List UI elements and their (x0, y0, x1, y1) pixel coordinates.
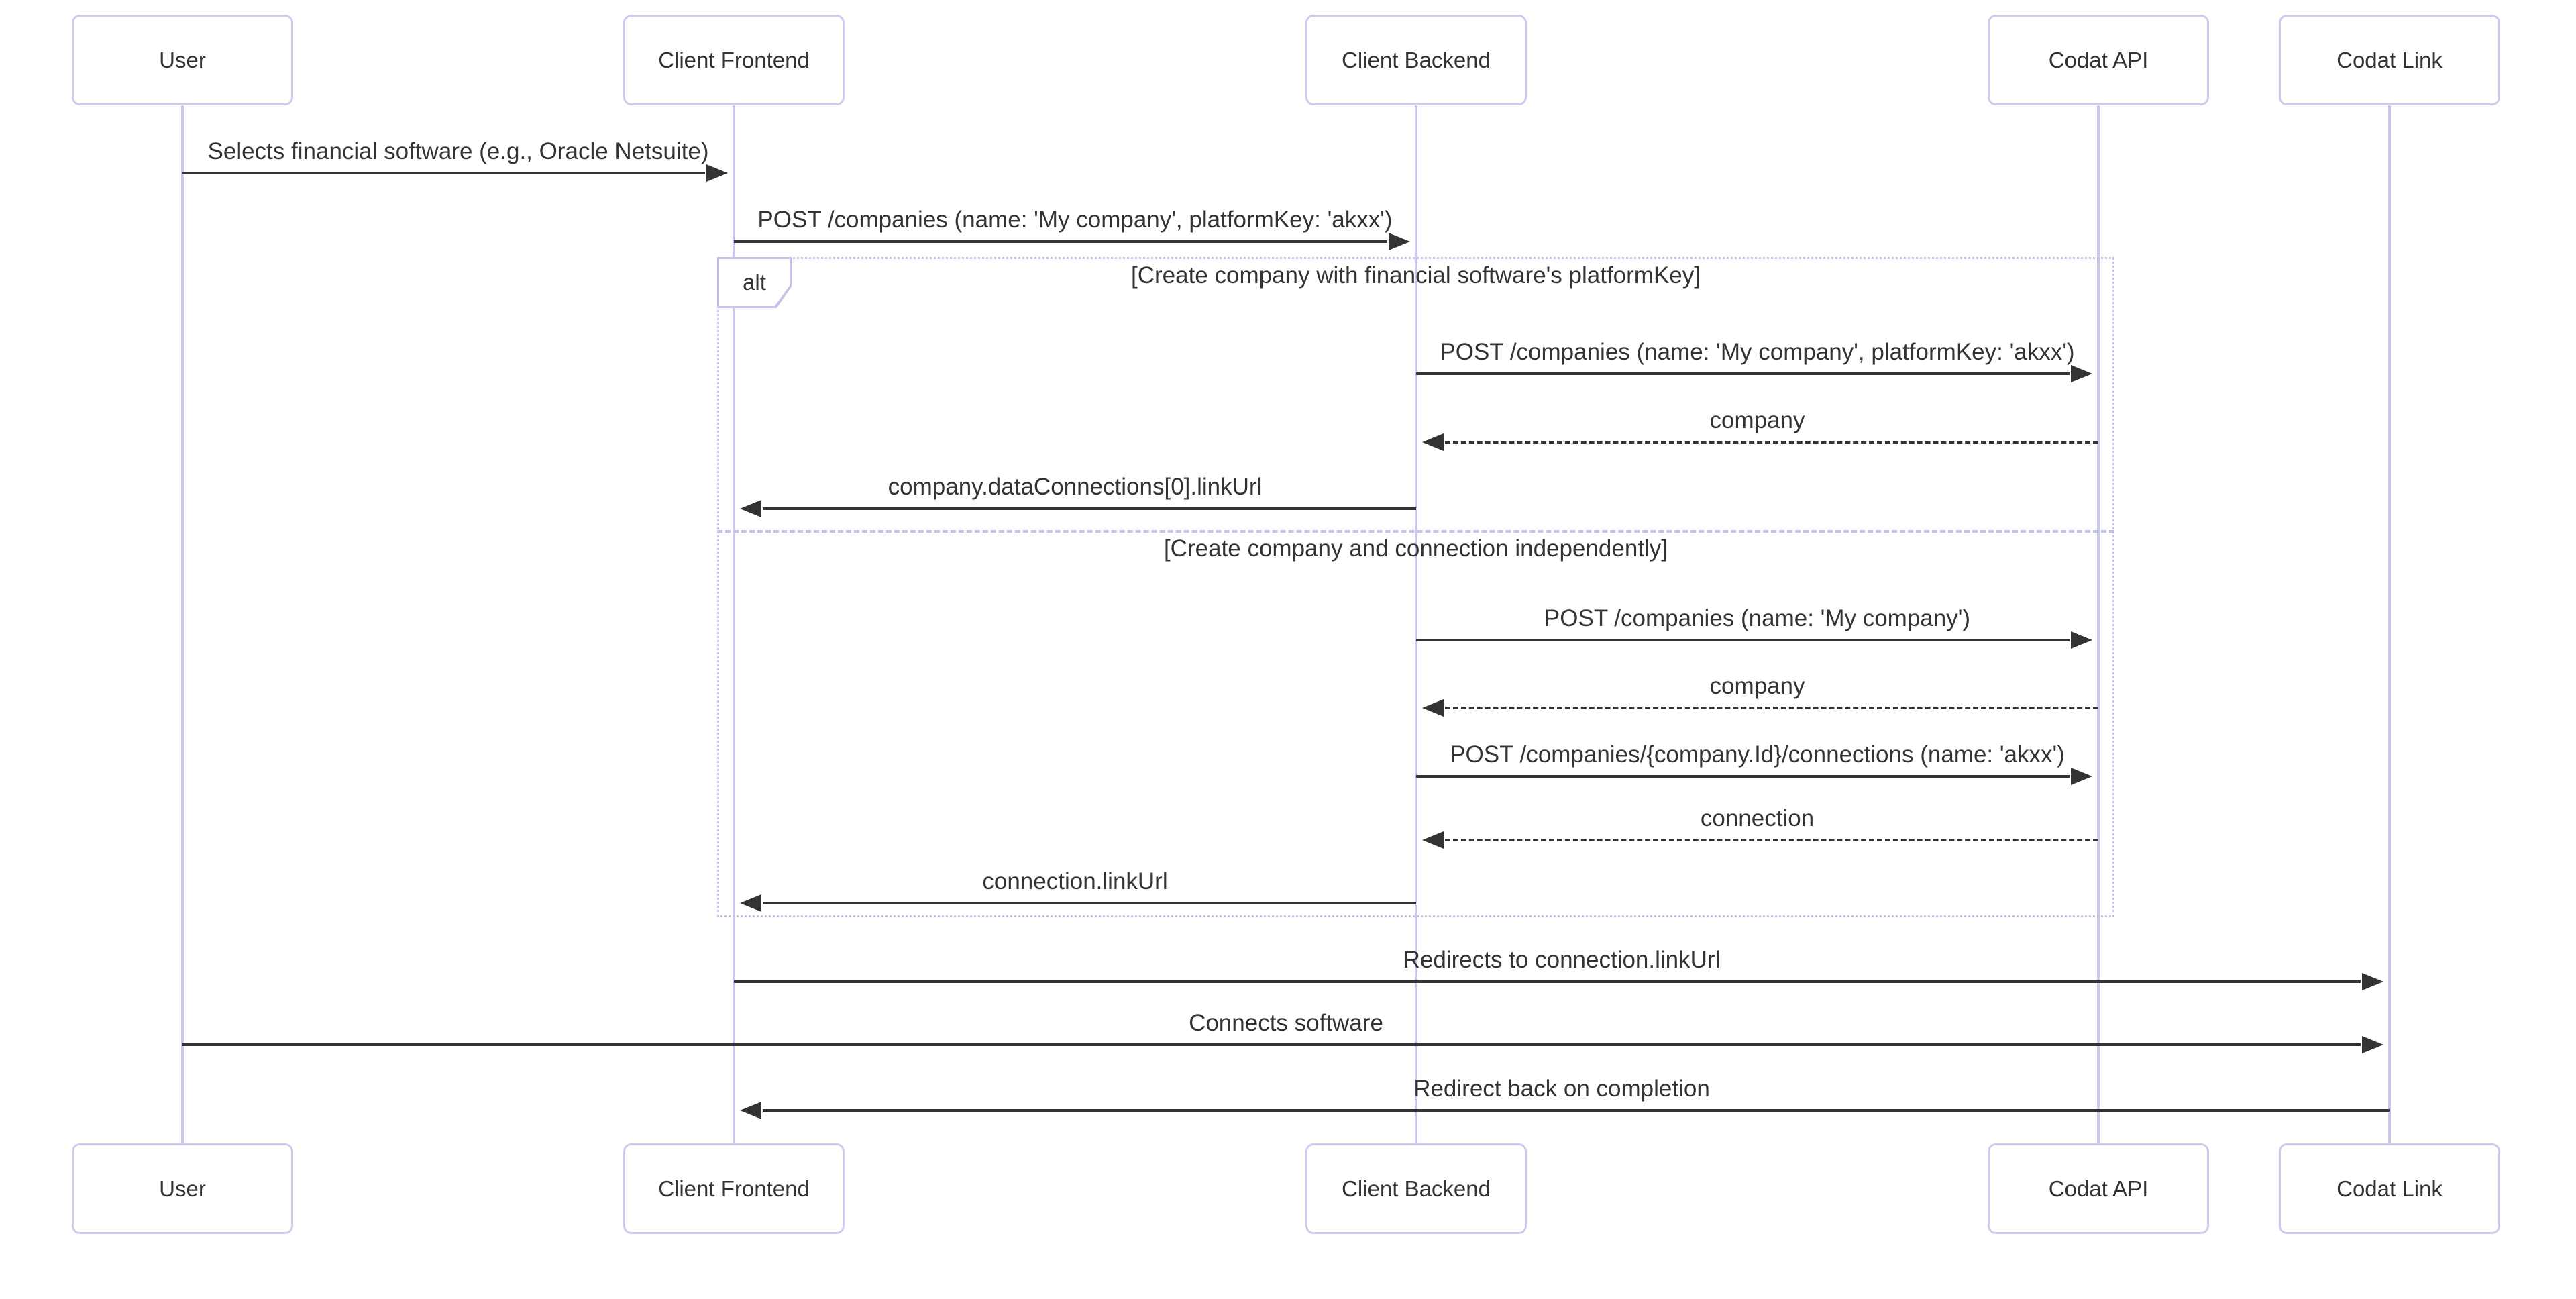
message-line (1445, 707, 2098, 709)
participant-top-box-client-frontend: Client Frontend (623, 15, 845, 105)
alt-section-divider (717, 530, 2114, 533)
message-line (1445, 441, 2098, 444)
participant-label: Client Frontend (658, 1176, 810, 1201)
arrowhead-icon (1389, 233, 1410, 250)
message-line (734, 240, 1387, 243)
message-label: company.dataConnections[0].linkUrl (888, 474, 1263, 500)
message-line (1445, 839, 2098, 841)
message-line (1416, 372, 2070, 375)
participant-bottom-box-codat-api: Codat API (1988, 1143, 2209, 1234)
message-line (763, 1109, 2390, 1112)
lifeline-user (181, 105, 184, 1143)
message-label: POST /companies (name: 'My company', pla… (1440, 339, 2075, 365)
arrowhead-icon (740, 1102, 761, 1119)
message-label: Connects software (1189, 1010, 1383, 1036)
participant-bottom-box-client-frontend: Client Frontend (623, 1143, 845, 1234)
message-line (1416, 775, 2070, 778)
message-label: company (1709, 407, 1805, 433)
arrowhead-icon (2362, 973, 2383, 990)
arrowhead-icon (740, 500, 761, 517)
message-line (763, 902, 1416, 904)
participant-label: Codat API (2048, 1176, 2149, 1201)
participant-label: Codat Link (2337, 47, 2443, 72)
message-label: POST /companies (name: 'My company', pla… (757, 207, 1393, 233)
arrowhead-icon (2362, 1036, 2383, 1053)
arrowhead-icon (740, 894, 761, 912)
participant-bottom-box-codat-link: Codat Link (2279, 1143, 2500, 1234)
participant-top-box-client-backend: Client Backend (1305, 15, 1527, 105)
message-label: POST /companies (name: 'My company') (1544, 605, 1971, 631)
participant-bottom-box-client-backend: Client Backend (1305, 1143, 1527, 1234)
participant-label: Client Frontend (658, 47, 810, 72)
message-label: Redirects to connection.linkUrl (1403, 947, 1721, 973)
lifeline-codat-api (2097, 105, 2100, 1143)
participant-top-box-codat-api: Codat API (1988, 15, 2209, 105)
message-line (763, 507, 1416, 510)
arrowhead-icon (1422, 831, 1444, 849)
message-label: Redirect back on completion (1413, 1076, 1710, 1102)
message-line (734, 980, 2361, 983)
participant-label: Client Backend (1342, 1176, 1491, 1201)
participant-top-box-codat-link: Codat Link (2279, 15, 2500, 105)
alt-frame-label: alt (717, 257, 792, 308)
alt-condition-label: [Create company with financial software'… (1131, 262, 1701, 289)
message-label: connection (1700, 805, 1815, 831)
alt-frame (717, 257, 2114, 917)
arrowhead-icon (2071, 365, 2092, 382)
arrowhead-icon (2071, 631, 2092, 649)
arrowhead-icon (1422, 699, 1444, 717)
message-line (182, 172, 705, 174)
arrowhead-icon (2071, 768, 2092, 785)
alt-condition-label: [Create company and connection independe… (1163, 535, 1668, 562)
participant-bottom-box-user: User (72, 1143, 293, 1234)
lifeline-client-backend (1415, 105, 1417, 1143)
arrowhead-icon (706, 164, 728, 182)
message-label: Selects financial software (e.g., Oracle… (207, 138, 709, 164)
participant-label: Codat Link (2337, 1176, 2443, 1201)
arrowhead-icon (1422, 433, 1444, 451)
participant-label: Codat API (2048, 47, 2149, 72)
participant-label: Client Backend (1342, 47, 1491, 72)
participant-top-box-user: User (72, 15, 293, 105)
lifeline-client-frontend (733, 105, 735, 1143)
message-line (1416, 639, 2070, 641)
participant-label: User (159, 47, 206, 72)
lifeline-codat-link (2388, 105, 2391, 1143)
message-line (182, 1043, 2361, 1046)
alt-frame-label-text: alt (719, 259, 790, 306)
message-label: connection.linkUrl (982, 868, 1168, 894)
message-label: company (1709, 673, 1805, 699)
message-label: POST /companies/{company.Id}/connections… (1450, 741, 2065, 768)
participant-label: User (159, 1176, 206, 1201)
